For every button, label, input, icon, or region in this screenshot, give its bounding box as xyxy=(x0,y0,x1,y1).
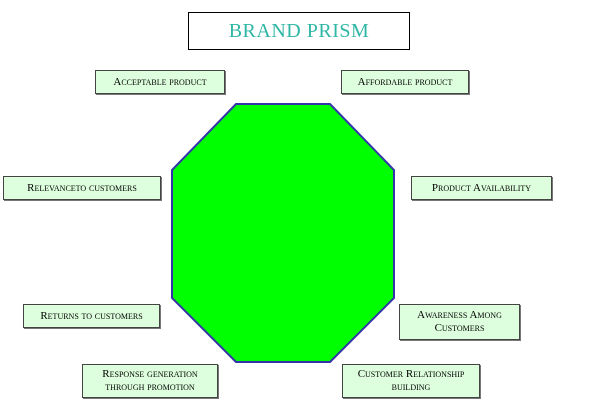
octagon-shape xyxy=(171,103,395,363)
label-text-line2: Customers xyxy=(434,322,485,334)
label-text: Relevanceto customers xyxy=(27,181,137,194)
label-relevance-to-customers: Relevanceto customers xyxy=(3,176,161,200)
label-awareness-among-customers: Awareness Among Customers xyxy=(399,304,520,340)
label-text-line1: Awareness Among xyxy=(417,309,502,321)
label-acceptable-product: Acceptable product xyxy=(95,70,225,94)
label-product-availability: Product Availability xyxy=(411,176,552,200)
label-returns-to-customers: Returns to customers xyxy=(23,304,160,328)
label-text: Product Availability xyxy=(431,181,532,194)
label-text-line2: through promotion xyxy=(105,381,195,393)
diagram-title: BRAND PRISM xyxy=(188,12,410,50)
label-text: Returns to customers xyxy=(40,309,143,322)
label-text-line1: Response generation xyxy=(102,368,198,380)
label-customer-relationship-building: Customer Relationship building xyxy=(342,364,480,398)
label-text-line1: Customer Relationship xyxy=(357,368,465,380)
label-affordable-product: Affordable product xyxy=(341,70,469,94)
label-response-generation: Response generation through promotion xyxy=(82,364,218,398)
label-text: Acceptable product xyxy=(113,75,207,88)
label-text-line2: building xyxy=(391,381,431,393)
label-text: Affordable product xyxy=(357,75,453,88)
